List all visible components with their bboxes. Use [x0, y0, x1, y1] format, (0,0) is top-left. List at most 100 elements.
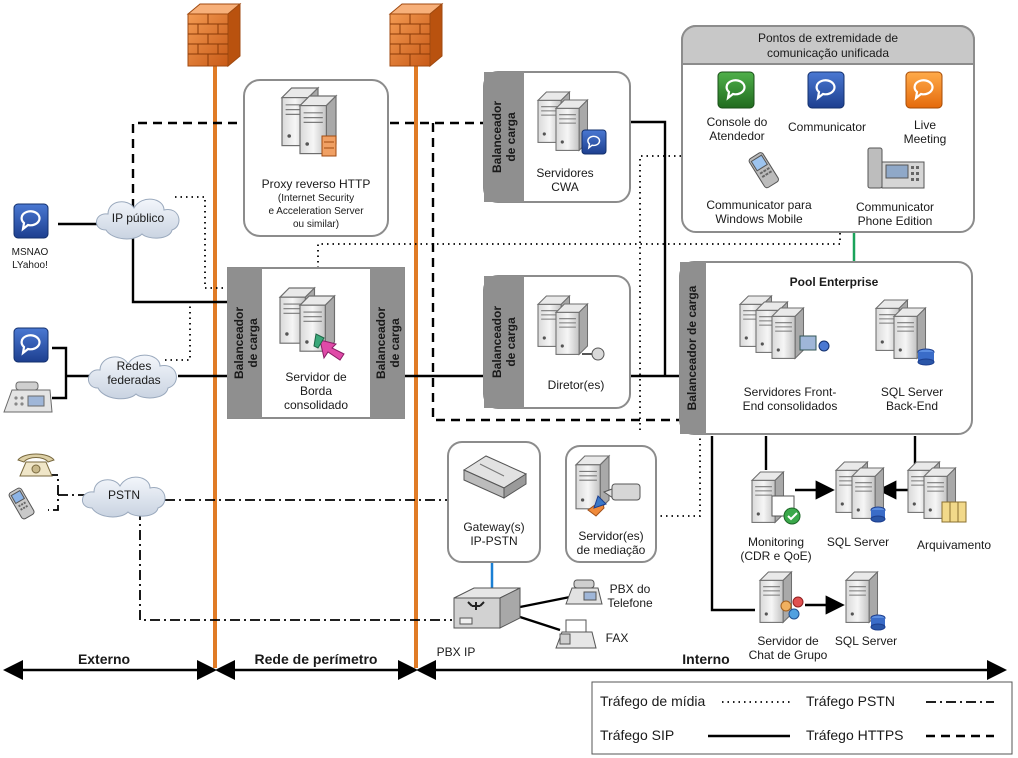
legend-box: [591, 681, 1013, 755]
lb-label-line2: de carga: [685, 285, 699, 335]
edge-label-line2: Borda: [300, 384, 332, 398]
archiving-label: Arquivamento: [917, 538, 991, 552]
federated-networks-cloud: Redes federadas: [88, 354, 177, 400]
gateway-label-line1: Gateway(s): [463, 520, 524, 534]
lb-label-line1: Balanceador: [490, 306, 504, 378]
sip-connection: [131, 232, 228, 304]
lb-label-line2: de carga: [388, 318, 402, 368]
lb-label-line1: Balanceador: [374, 307, 388, 379]
sql-server-chat-icon: [845, 571, 886, 631]
cwa-label-line2: CWA: [551, 180, 579, 194]
legend-media-label: Tráfego de mídia: [600, 693, 706, 709]
director-server-icon: [537, 295, 605, 361]
live-meeting-label-line1: Live: [914, 118, 936, 132]
sip-connection: [630, 120, 667, 376]
mediation-server-icon: [575, 455, 641, 517]
proxy-sub-line1: (Internet Security: [278, 193, 354, 204]
msn-client-icon: [13, 203, 49, 239]
live-meeting-label-line2: Meeting: [904, 132, 947, 146]
pstn-cloud: PSTN: [82, 476, 166, 518]
cwa-label-line1: Servidores: [536, 166, 593, 180]
phone-edition-label-line2: Phone Edition: [858, 214, 933, 228]
director-load-balancer-bar: [484, 276, 524, 408]
analog-phone-icon: [17, 453, 55, 477]
pbx-phone-label-line1: PBX do: [610, 582, 651, 596]
sql-backend-icon: [875, 299, 935, 366]
media-connection: [165, 300, 191, 361]
endpoints-header: [681, 25, 975, 65]
edge-label-line1: Servidor de: [285, 370, 347, 384]
msn-label-line2: LYahoo!: [12, 260, 48, 271]
monitoring-server-icon: [751, 471, 801, 525]
edge-lb-left-label: Balanceador de carga: [232, 307, 260, 379]
desk-phone-icon: [3, 381, 53, 413]
zone-internal-label: Interno: [682, 651, 729, 667]
sql-backend-label-line2: Back-End: [886, 399, 938, 413]
lb-label-line2: de carga: [246, 318, 260, 368]
console-label-line2: Atendedor: [709, 129, 764, 143]
console-label-line1: Console do: [707, 115, 768, 129]
load-balancer-bar-left: [228, 268, 262, 418]
director-label: Diretor(es): [548, 378, 605, 392]
pbx-phone-label-line2: Telefone: [607, 596, 653, 610]
group-chat-label-line1: Servidor de: [757, 634, 819, 648]
lb-label-line1: Balanceador: [490, 101, 504, 173]
federated-label-line2: federadas: [107, 373, 160, 387]
proxy-title: Proxy reverso HTTP: [262, 177, 371, 191]
lb-label-line1: Balanceador: [685, 338, 699, 410]
pool-title: Pool Enterprise: [790, 275, 879, 289]
archiving-server-icon: [907, 461, 967, 523]
ip-public-cloud: IP público: [96, 198, 180, 240]
pstn-connection: [48, 474, 59, 511]
group-chat-label-line2: Chat de Grupo: [749, 648, 828, 662]
sql-server-monitoring-label: SQL Server: [827, 535, 889, 549]
proxy-server-icon: [281, 87, 337, 157]
https-connection: [131, 121, 240, 208]
frontend-label-line1: Servidores Front-: [744, 385, 837, 399]
edge-lb-right-label: Balanceador de carga: [374, 307, 402, 379]
endpoints-title-line1: Pontos de extremidade de: [758, 31, 898, 45]
cwa-server-icon: [537, 91, 607, 155]
gateway-label-line2: IP-PSTN: [470, 534, 517, 548]
monitoring-label-line1: Monitoring: [748, 535, 804, 549]
cwa-lb-label: Balanceador de carga: [490, 101, 518, 173]
sql-backend-label-line1: SQL Server: [881, 385, 943, 399]
mobile-phone-icon: [8, 487, 35, 520]
firewall-icon: [186, 2, 242, 68]
proxy-box: [243, 79, 389, 237]
group-chat-server-icon: [759, 571, 804, 623]
pool-lb-label: Balanceador de carga: [685, 285, 699, 410]
pbx-phone-icon: [565, 579, 603, 605]
legend-pstn-label: Tráfego PSTN: [806, 693, 895, 709]
proxy-sub-line2: e Acceleration Server: [268, 206, 364, 217]
pbx-label: PBX IP: [437, 645, 476, 659]
edge-label-line3: consolidado: [284, 398, 348, 412]
attendant-console-icon: [717, 71, 755, 109]
fax-icon: [555, 619, 597, 649]
media-connection: [175, 196, 228, 289]
sip-connection: [52, 346, 68, 400]
mediation-label-line2: de mediação: [577, 543, 646, 557]
pstn-label: PSTN: [108, 488, 140, 502]
phone-edition-icon: [867, 147, 925, 189]
federated-label-line1: Redes: [117, 359, 152, 373]
load-balancer-bar-right: [370, 268, 404, 418]
communicator-icon: [807, 71, 845, 109]
proxy-sub-line3: ou similar): [293, 219, 339, 230]
firewall-icon: [388, 2, 444, 68]
edge-server-icon: [279, 287, 345, 361]
ip-public-label: IP público: [112, 211, 165, 225]
sql-server-chat-label: SQL Server: [835, 634, 897, 648]
pool-lb-label-text: Balanceador de carga: [685, 285, 699, 410]
legend-https-label: Tráfego HTTPS: [806, 727, 904, 743]
gateway-device-icon: [462, 455, 528, 499]
live-meeting-icon: [905, 71, 943, 109]
mobile-label-line2: Windows Mobile: [715, 212, 803, 226]
fax-label: FAX: [606, 631, 629, 645]
msn-label-line1: MSNAO: [12, 247, 49, 258]
mediation-label-line1: Servidor(es): [578, 529, 643, 543]
frontend-label-line2: End consolidados: [743, 399, 838, 413]
pbx-device-icon: [453, 587, 521, 629]
pstn-connection: [139, 510, 452, 621]
